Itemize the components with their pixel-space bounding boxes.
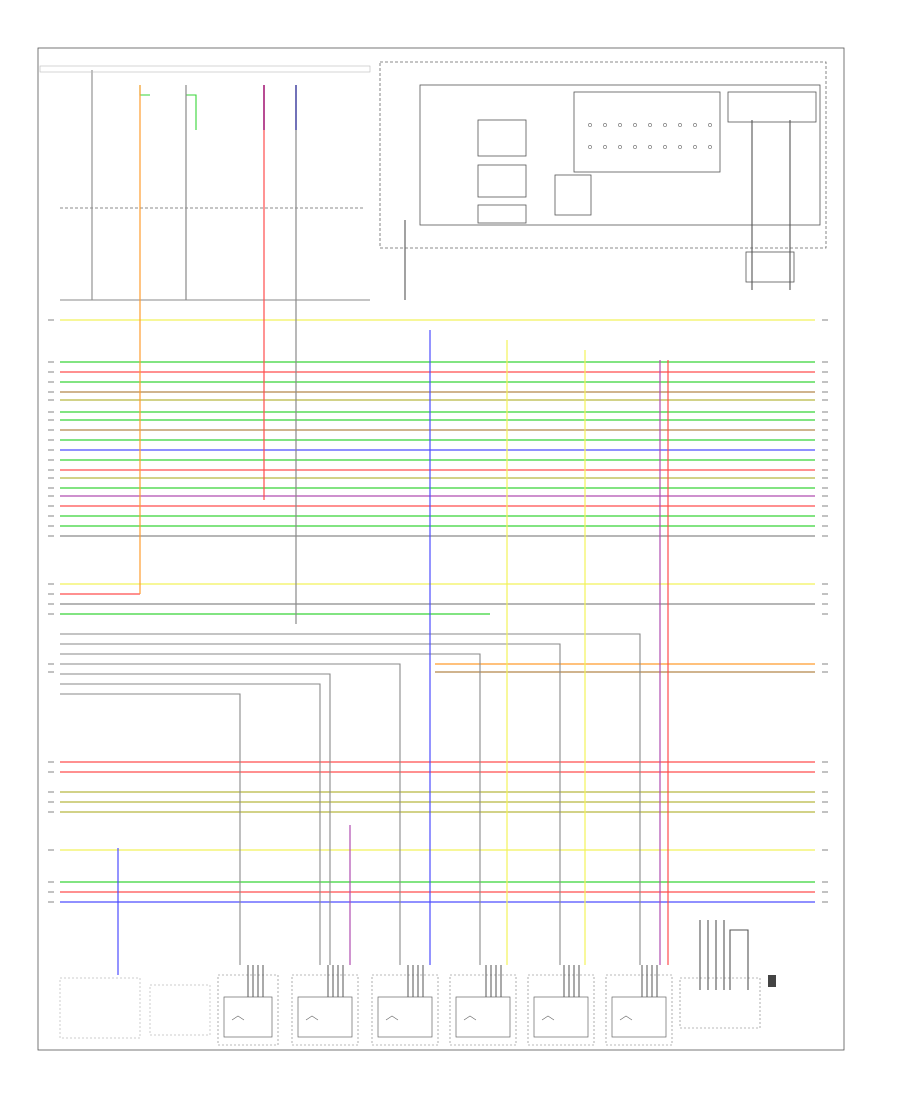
diagram-frame bbox=[37, 47, 845, 1051]
left-connector-pins bbox=[48, 319, 54, 903]
control-module-block bbox=[379, 61, 827, 290]
module-pin bbox=[678, 123, 682, 127]
wire-harness bbox=[60, 319, 815, 903]
module-pin bbox=[633, 145, 637, 149]
module-pin-grid bbox=[588, 123, 712, 149]
gray-bus-wire-3 bbox=[60, 663, 401, 965]
module-pin bbox=[648, 123, 652, 127]
gray-bus-wire-0 bbox=[60, 633, 641, 965]
vertical-wires bbox=[117, 85, 669, 975]
gray-bus-wire-2 bbox=[60, 653, 481, 965]
module-pin bbox=[678, 145, 682, 149]
gray-bus-wire-4 bbox=[60, 673, 331, 965]
component-2 bbox=[291, 965, 359, 1046]
bottom-components bbox=[217, 965, 673, 1046]
gray-bus-wire-6 bbox=[60, 693, 241, 965]
module-pin bbox=[588, 123, 592, 127]
fuse-relay-area bbox=[39, 65, 406, 301]
sensor-left-bottom bbox=[59, 977, 211, 1039]
component-3 bbox=[371, 965, 439, 1046]
module-pin bbox=[588, 145, 592, 149]
module-pin bbox=[693, 145, 697, 149]
component-1 bbox=[217, 965, 279, 1046]
module-pin bbox=[708, 145, 712, 149]
gray-bus-wire-5 bbox=[60, 683, 321, 965]
module-pin bbox=[603, 145, 607, 149]
module-pin bbox=[618, 145, 622, 149]
right-connector-pins bbox=[822, 319, 828, 903]
module-pin bbox=[648, 145, 652, 149]
module-pin bbox=[708, 123, 712, 127]
gray-bus-wire-1 bbox=[60, 643, 561, 965]
component-5 bbox=[527, 965, 595, 1046]
module-pin bbox=[693, 123, 697, 127]
transmission-range-switch bbox=[679, 920, 776, 1029]
gray-bus-wires bbox=[60, 633, 641, 965]
module-pin bbox=[663, 145, 667, 149]
module-pin bbox=[633, 123, 637, 127]
module-pin bbox=[663, 123, 667, 127]
component-4 bbox=[449, 965, 517, 1046]
module-pin bbox=[618, 123, 622, 127]
module-pin bbox=[603, 123, 607, 127]
component-6 bbox=[605, 965, 673, 1046]
